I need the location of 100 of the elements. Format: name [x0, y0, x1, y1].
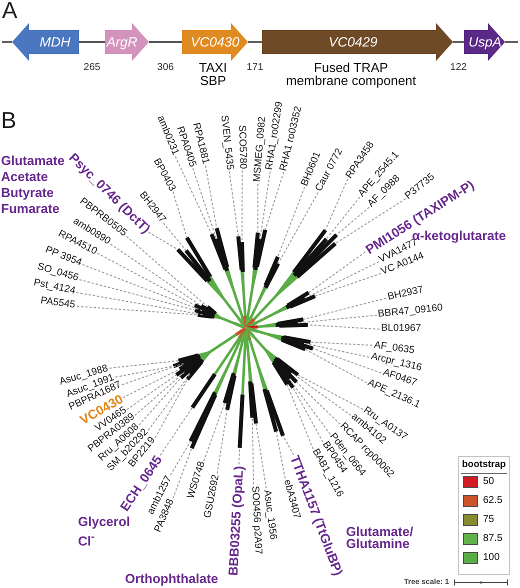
leader-line [296, 382, 341, 425]
leader-line [126, 374, 177, 410]
leader-line [174, 156, 212, 235]
leader-line [307, 324, 380, 330]
genome-line [453, 41, 464, 43]
leaf-label: SO0456 p2A97 [248, 486, 262, 554]
substrate-label: Glutamate [1, 154, 65, 169]
leader-line [297, 374, 364, 410]
substrate-label: Fumarate [1, 202, 60, 217]
leader-line [324, 178, 348, 231]
substrate-label: Orthophthalate [125, 572, 218, 587]
leader-line [278, 192, 319, 264]
gene-symbol [182, 23, 248, 61]
leader-line [304, 261, 380, 299]
leader-line [122, 368, 180, 398]
leader-line [148, 373, 191, 431]
leader-line [291, 372, 352, 416]
leader-line [110, 244, 202, 306]
leader-line [114, 366, 174, 378]
substrate-label: Cl$^{-}$ [78, 531, 95, 550]
panel-letter: B [1, 107, 16, 134]
gene-caption: Fused TRAP membrane component [284, 62, 418, 87]
leader-line [314, 273, 382, 297]
leader-line [257, 184, 258, 234]
leader-line [160, 407, 193, 456]
leaf-label: BBR47_09160 [378, 303, 444, 320]
substrate-label: Butyrate [1, 186, 54, 201]
leader-line [326, 196, 360, 240]
leader-line [260, 170, 271, 240]
leader-line [304, 348, 368, 384]
leader-line [264, 172, 284, 230]
genome-line [248, 41, 262, 43]
leader-line [276, 431, 286, 479]
leader-line [277, 186, 306, 258]
leader-line [162, 222, 187, 251]
leader-line [308, 252, 366, 294]
leader-line [286, 384, 314, 450]
leader-line [288, 378, 331, 435]
leader-line [148, 232, 178, 250]
gene-caption: TAXI SBP [198, 62, 228, 87]
leader-line [216, 409, 228, 474]
gene-label: ArgR [106, 34, 138, 50]
legend-label: 87.5 [483, 533, 502, 545]
gene-label: VC0429 [328, 34, 378, 50]
leader-line [297, 314, 378, 324]
leader-line [108, 360, 179, 369]
gene-label: MDH [40, 34, 70, 50]
legend-title: bootstrap [462, 460, 506, 471]
legend-label: 62.5 [483, 495, 502, 507]
leader-line [172, 191, 188, 238]
legend-label: 100 [483, 552, 500, 564]
edge-label: 306 [157, 62, 174, 73]
leader-line [203, 402, 226, 462]
leader-line [154, 378, 188, 438]
edge-label: 265 [84, 62, 100, 73]
leader-line [205, 165, 218, 229]
leader-line [138, 377, 182, 426]
leader-line [121, 363, 184, 386]
edge-label: 171 [246, 62, 264, 73]
leader-line [312, 348, 382, 374]
leaf-label: SVEN_5435 [218, 114, 234, 170]
gene-symbol [105, 23, 149, 61]
leader-line [242, 170, 243, 243]
leader-line [292, 387, 324, 442]
leaf-label: BH2937 [386, 285, 424, 303]
gene-symbol [464, 23, 505, 61]
gene-label: UspA [468, 34, 502, 50]
genome-line [79, 41, 105, 43]
leader-line [170, 440, 192, 476]
gene-symbol [262, 23, 453, 61]
leader-line [76, 292, 204, 316]
leader-line [96, 252, 196, 306]
leader-line [334, 198, 406, 244]
leader-line [310, 342, 373, 346]
genome-line [149, 41, 182, 43]
leaf-label: GSU2692 [203, 474, 222, 520]
leader-line [78, 279, 196, 311]
leader-line [336, 206, 370, 236]
leader-line [126, 236, 208, 308]
leader-line [302, 298, 387, 320]
leader-line [252, 417, 254, 485]
edge-label: 122 [450, 62, 467, 73]
leader-line [172, 448, 192, 499]
gene-label: VC0430 [190, 34, 240, 50]
leader-line [256, 423, 267, 489]
leaf-label: BBB03255 (OpaL) [226, 465, 246, 576]
leader-line [82, 264, 203, 312]
leader-line [192, 168, 217, 240]
leader-line [282, 435, 294, 456]
leader-line [228, 170, 239, 237]
substrate-label: Acetate [1, 170, 48, 185]
leader-line [134, 371, 186, 416]
leaf-label: Asuc_1956 [261, 489, 278, 540]
panel-letter: A [2, 0, 18, 24]
gene-symbol [12, 23, 79, 61]
leaf-label: BL01967 [380, 324, 422, 335]
leader-line [76, 306, 198, 316]
legend-label: 75 [483, 514, 494, 526]
legend-label: 50 [483, 476, 494, 488]
leader-line [238, 447, 240, 465]
